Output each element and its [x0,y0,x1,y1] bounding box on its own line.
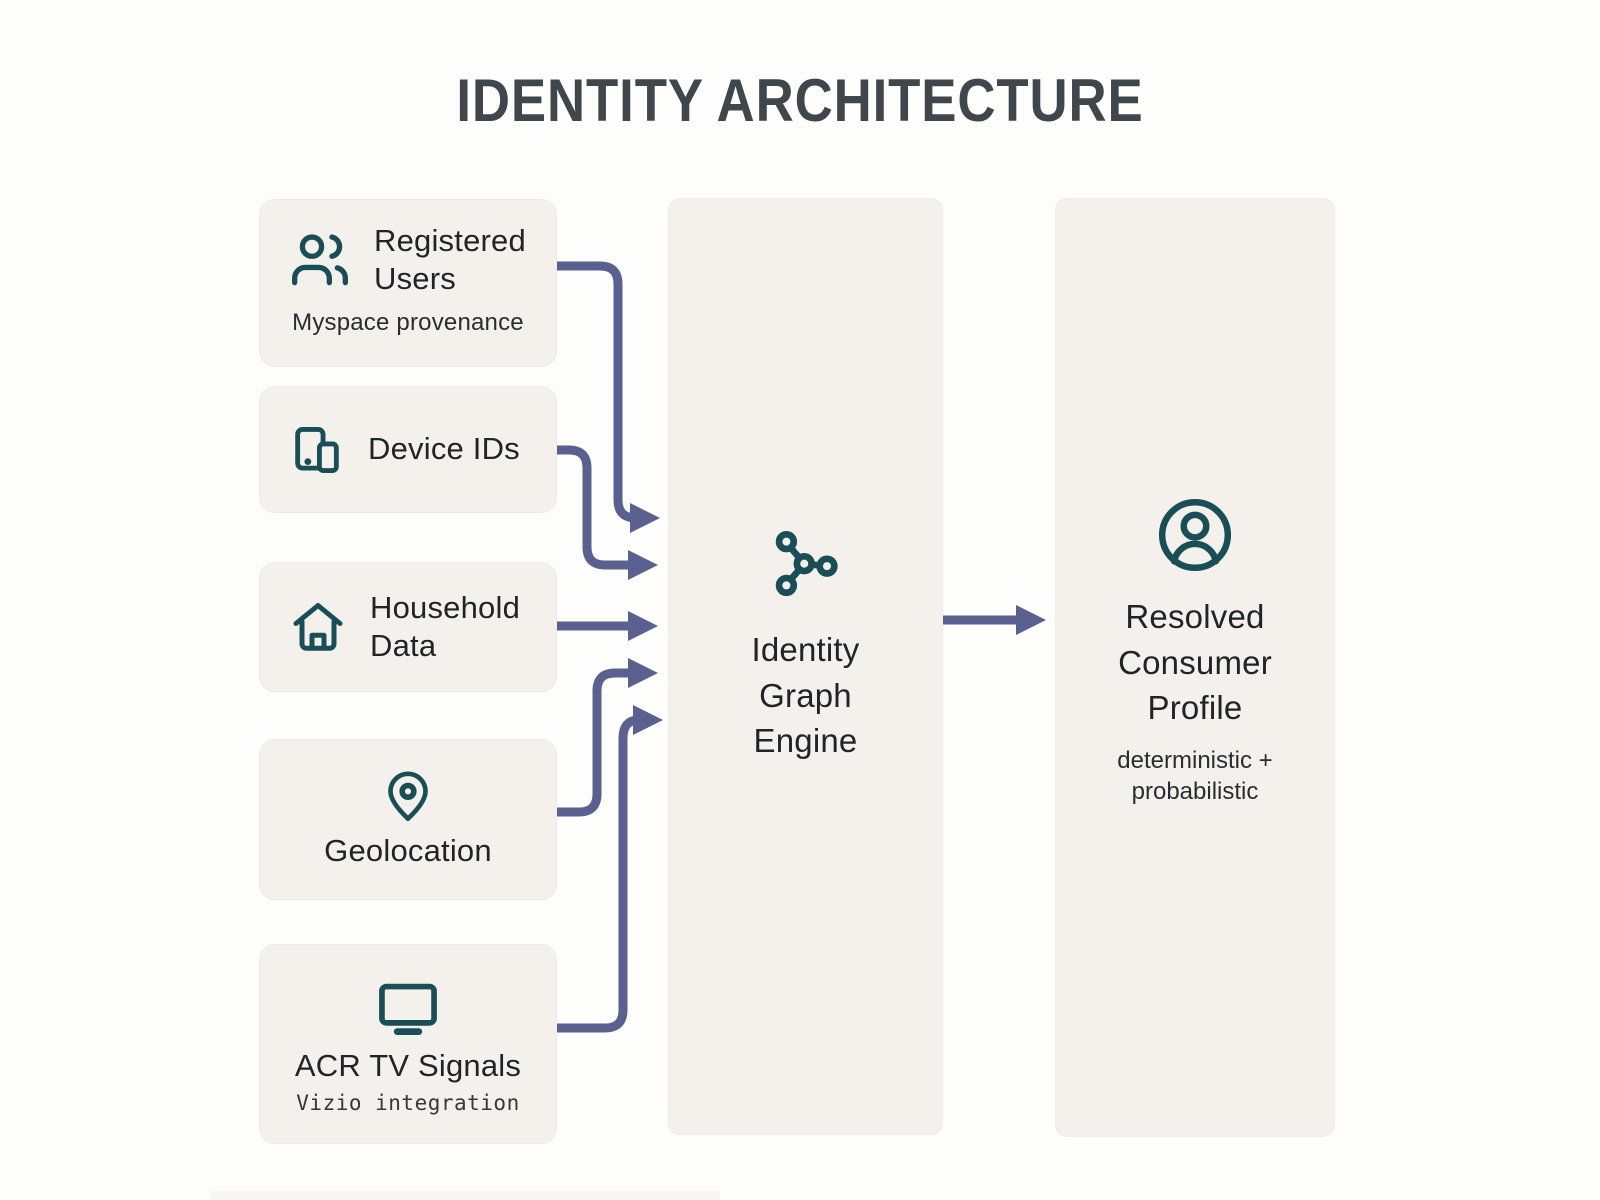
engine-label-line: Engine [753,722,858,760]
profile-label-line: Resolved [1125,598,1265,635]
source-box-registered-users: Registered Users Myspace provenance [259,199,557,367]
user-circle-icon [1158,498,1232,572]
users-icon [292,234,348,286]
source-box-acr-tv-signals: ACR TV Signals Vizio integration [259,944,557,1144]
source-label: ACR TV Signals [294,1047,522,1083]
profile-label: Resolved Consumer Profile [1118,594,1272,731]
engine-label-line: Identity [751,631,860,668]
source-box-geolocation: Geolocation [259,739,557,900]
engine-label-line: Graph [759,676,852,714]
engine-panel: Identity Graph Engine [668,198,943,1135]
source-subtitle: Vizio integration [296,1091,520,1116]
arrow-acr-tv-to-engine [552,705,663,1033]
profile-label-line: Profile [1147,689,1243,727]
tv-icon [379,983,437,1035]
source-label: Registered Users [374,223,526,297]
source-label: Geolocation [324,833,492,869]
page-title: IDENTITY ARCHITECTURE [456,67,1144,134]
arrow-device-ids-to-engine [552,445,658,580]
profile-label-line: Consumer [1118,643,1272,681]
arrow-geolocation-to-engine [552,658,658,817]
source-subtitle: Myspace provenance [292,308,524,336]
engine-label: Identity Graph Engine [752,627,860,764]
home-icon [293,603,343,651]
source-label: Household Data [370,589,521,663]
arrow-registered-users-to-engine [552,261,660,533]
map-pin-icon [388,771,428,822]
profile-subtitle: deterministic + probabilistic [1117,746,1273,805]
footer-smudge [210,1191,720,1200]
source-box-device-ids: Device IDs [259,386,557,513]
profile-panel: Resolved Consumer Profile deterministic … [1055,198,1335,1137]
source-label: Device IDs [368,431,520,467]
devices-icon [295,426,339,473]
network-graph-icon [775,530,838,597]
source-box-household-data: Household Data [259,562,557,692]
